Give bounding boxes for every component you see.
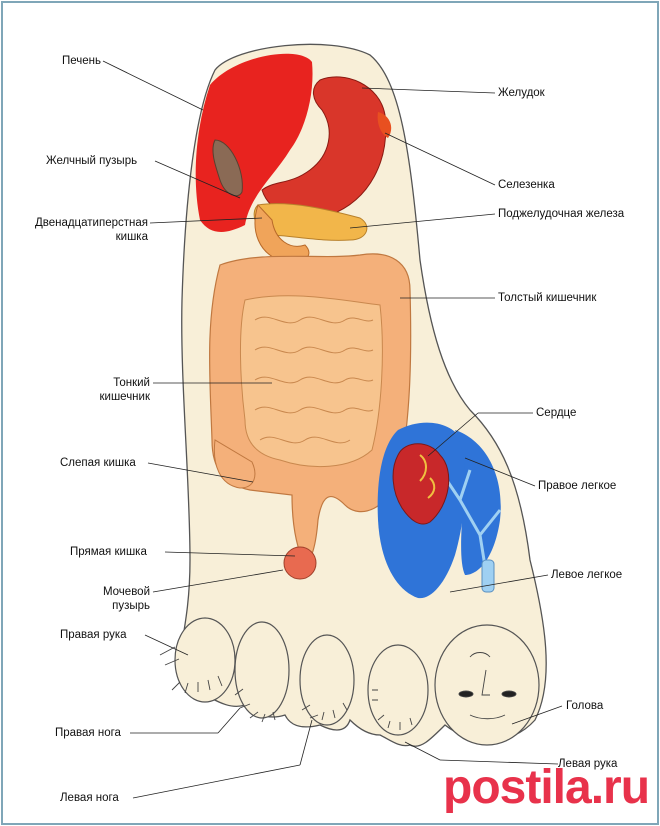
toe-4 xyxy=(367,644,429,736)
label-left-leg: Левая нога xyxy=(60,792,119,804)
trachea xyxy=(481,559,495,593)
heart-organ xyxy=(392,443,450,525)
label-small-intestine: Тонкий кишечник xyxy=(99,377,151,403)
label-right-leg: Правая нога xyxy=(55,727,121,739)
label-cecum: Слепая кишка xyxy=(60,457,136,469)
left-lung-organ xyxy=(455,430,501,575)
label-colon: Толстый кишечник xyxy=(498,292,597,304)
label-rectum: Прямая кишка xyxy=(70,546,147,558)
label-right-lung: Правое легкое xyxy=(538,480,617,492)
cecum-organ xyxy=(213,439,256,489)
toe-1 xyxy=(174,617,236,703)
spleen-organ xyxy=(377,112,392,138)
watermark-logo: postila.ru xyxy=(443,761,650,814)
label-stomach: Желудок xyxy=(498,87,545,99)
label-right-hand: Правая рука xyxy=(60,629,127,641)
toe-3 xyxy=(299,634,355,726)
label-left-lung: Левое легкое xyxy=(551,569,623,581)
toe-sketches xyxy=(159,646,517,730)
big-toe xyxy=(434,624,540,746)
toe-2 xyxy=(234,621,290,719)
label-left-hand: Левая рука xyxy=(558,758,618,770)
label-spleen: Селезенка xyxy=(498,179,555,191)
rectum-organ xyxy=(283,546,317,580)
small-intestine-organ xyxy=(240,295,383,467)
label-pancreas: Поджелудочная железа xyxy=(498,208,625,220)
label-duodenum: Двенадцатиперстная кишка xyxy=(34,217,148,243)
label-gallbladder: Желчный пузырь xyxy=(46,155,138,167)
label-bladder: Мочевой пузырь xyxy=(102,586,150,612)
leader-lines xyxy=(102,60,563,799)
label-head: Голова xyxy=(566,700,604,712)
label-heart: Сердце xyxy=(536,407,577,419)
bronchi xyxy=(423,453,502,586)
small-intestine-folds xyxy=(254,316,374,444)
label-liver: Печень xyxy=(62,55,102,67)
